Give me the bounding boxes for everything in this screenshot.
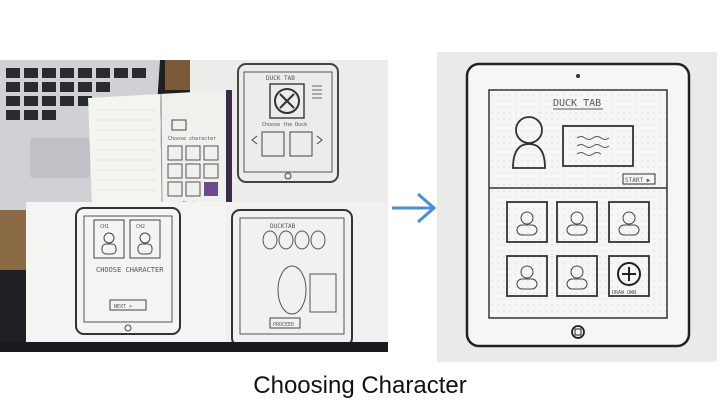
character-slot[interactable] <box>556 201 598 243</box>
ipad-sketch-illustration: DUCK TAB START ▶ <box>437 52 717 362</box>
draw-own-label: DRAW OWN <box>612 290 636 296</box>
right-sketch-photo: DUCK TAB START ▶ <box>437 52 717 362</box>
home-button-icon[interactable] <box>571 325 585 339</box>
slide-caption: Choosing Character <box>253 372 467 399</box>
bottom-right-title: DUCKTAB <box>270 223 296 230</box>
ipad-screen <box>488 89 668 319</box>
arrow-right-icon <box>392 192 437 224</box>
bottom-right-button: PROCEED <box>273 322 294 328</box>
character-slot[interactable] <box>506 255 548 297</box>
start-button[interactable] <box>622 173 656 185</box>
draw-own-button[interactable] <box>608 255 650 297</box>
notebook-title: Choose character <box>168 136 216 142</box>
character-slot[interactable] <box>506 201 548 243</box>
left-sketch-photo: DUCK TAB Choose the Duck Choose characte… <box>0 60 388 352</box>
camera-dot <box>576 74 580 78</box>
ch1-label: CH1 <box>100 224 109 230</box>
plus-icon <box>617 262 641 286</box>
character-slot[interactable] <box>608 201 650 243</box>
bottom-left-button: NEXT > <box>114 304 132 310</box>
notebook-sketch: Choose character Next <box>88 90 232 210</box>
top-sheet-title: DUCK TAB <box>266 75 295 82</box>
info-box <box>562 125 634 167</box>
duck-tab-title: DUCK TAB <box>553 98 601 109</box>
duck-avatar-icon <box>512 116 546 169</box>
left-sketch-illustration: DUCK TAB Choose the Duck Choose characte… <box>0 60 388 352</box>
bottom-left-title: CHOOSE CHARACTER <box>96 266 164 274</box>
top-sheet-subtitle: Choose the Duck <box>262 122 307 128</box>
ch2-label: CH2 <box>136 224 145 230</box>
character-slot[interactable] <box>556 255 598 297</box>
start-button-label: START ▶ <box>625 177 651 184</box>
